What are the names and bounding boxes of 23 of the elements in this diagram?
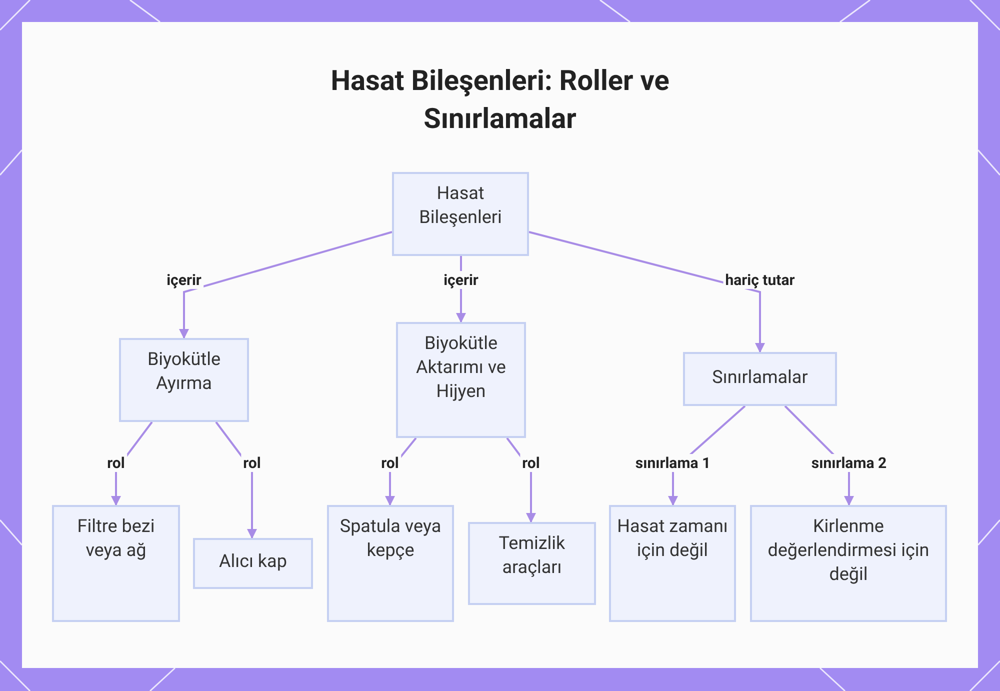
process-box: Sınırlamalar: [683, 352, 837, 406]
edge-label: rol: [379, 454, 401, 472]
arrow: [215, 421, 257, 539]
process-box: Biyokütle Aktarımı ve Hijyen: [396, 322, 526, 438]
edge-label: hariç tutar: [723, 271, 797, 289]
process-box: Temizlik araçları: [468, 522, 596, 605]
process-box: Hasat Bileşenleri: [392, 172, 529, 256]
process-box: Filtre bezi veya ağ: [52, 505, 180, 622]
edge-label: rol: [105, 454, 127, 472]
edge-label: rol: [520, 454, 542, 472]
arrow: [528, 231, 765, 353]
process-box: Kirlenme değerlendirmesi için değil: [750, 505, 947, 622]
edge-label: rol: [241, 454, 263, 472]
arrow: [179, 231, 392, 339]
edge-label: sınırlama 2: [809, 454, 889, 472]
edge-label: içerir: [164, 271, 204, 289]
process-box: Spatula veya kepçe: [327, 505, 454, 622]
process-box: Hasat zamanı için değil: [609, 505, 736, 622]
process-box: Biyokütle Ayırma: [119, 338, 249, 422]
diagram-title: Hasat Bileşenleri: Roller ve Sınırlamalar: [330, 63, 670, 137]
arrow: [506, 437, 536, 523]
process-box: Alıcı kap: [193, 538, 313, 589]
edge-label: içerir: [442, 271, 480, 289]
